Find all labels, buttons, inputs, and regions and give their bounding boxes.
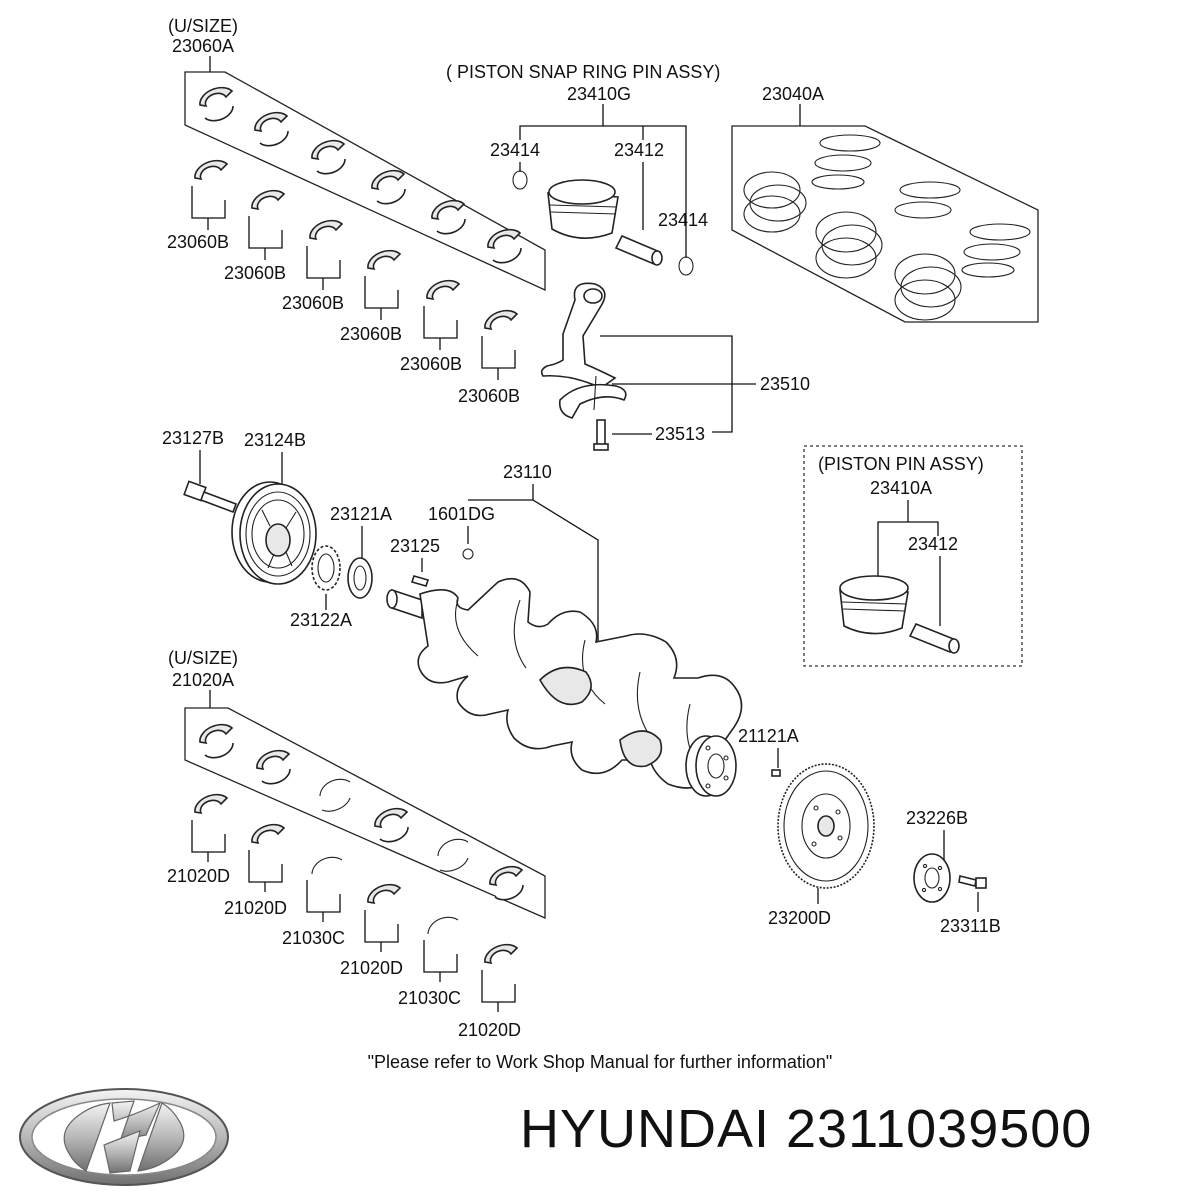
snap-ring-2	[678, 256, 694, 276]
crank-sprocket	[311, 545, 373, 599]
front-pulley-group: 23127B 23124B 23121A 23125 23122A	[162, 428, 440, 630]
piston-snap-title: ( PISTON SNAP RING PIN ASSY)	[446, 62, 720, 82]
lower-bearing-code-label: 21020A	[172, 670, 234, 690]
plug-label: 1601DG	[428, 504, 495, 524]
lower-bearing-label-3: 21030C	[282, 928, 345, 948]
upper-bearing-shell	[199, 86, 522, 264]
piston-ring-set: 23040A	[731, 84, 1039, 323]
piston-pin-title: (PISTON PIN ASSY)	[818, 454, 984, 474]
bearing-b-label-2: 23060B	[224, 263, 286, 283]
conrod-label: 23510	[760, 374, 810, 394]
brand-title: HYUNDAI 2311039500	[520, 1099, 1093, 1159]
ring-panel	[731, 125, 1039, 323]
lower-bearing-label-1: 21020D	[167, 866, 230, 886]
plug	[462, 548, 474, 560]
snap-ring-label-2: 23414	[658, 210, 708, 230]
piston-pin-2	[908, 622, 960, 654]
piston-pin-label-2: 23412	[908, 534, 958, 554]
upper-bearing-usize-label: (U/SIZE)	[168, 16, 238, 36]
bearing-b-label-1: 23060B	[167, 232, 229, 252]
piston-snap-ring-pin-assy: ( PISTON SNAP RING PIN ASSY) 23410G 2341…	[446, 62, 720, 276]
drive-plate	[777, 763, 875, 889]
bearing-b-label-6: 23060B	[458, 386, 520, 406]
crankshaft-flange	[685, 735, 737, 797]
piston-pin-assy: (PISTON PIN ASSY) 23410A 23412	[803, 445, 1023, 667]
snap-ring-1	[512, 170, 528, 190]
lower-bearing-label-5: 21030C	[398, 988, 461, 1008]
crankshaft: 23110 1601DG 21121A	[386, 462, 799, 797]
conrod-bolt-label: 23513	[655, 424, 705, 444]
lower-bearing-callouts: 21020D 21020D 21030C 21020D 21030C 21020…	[167, 793, 521, 1040]
bearing-b-label-4: 23060B	[340, 324, 402, 344]
upper-bearing-code-label: 23060A	[172, 36, 234, 56]
woodruff-key	[410, 575, 430, 587]
pulley-bolt	[183, 480, 238, 514]
piston-pin-label-1: 23412	[614, 140, 664, 160]
drive-plate-label: 23200D	[768, 908, 831, 928]
piston-pin-1	[614, 234, 663, 266]
drive-plate-spacer	[913, 853, 951, 903]
lower-bearing-set: (U/SIZE) 21020A 21020D 21020D	[167, 648, 546, 1040]
footer-note: "Please refer to Work Shop Manual for fu…	[367, 1052, 833, 1072]
ring-group	[743, 134, 1031, 321]
key-label: 23125	[390, 536, 440, 556]
conrod-bolt	[593, 419, 609, 451]
drive-plate-spacer-label: 23226B	[906, 808, 968, 828]
sprocket-label: 23121A	[330, 504, 392, 524]
bolt-label: 23127B	[162, 428, 224, 448]
connecting-rod: 23510 23513	[540, 282, 810, 451]
upper-bearing-b-shells: 23060B 23060B 23060B 23060B 23060B 23060…	[167, 159, 520, 406]
lower-bearing-panel	[184, 707, 546, 919]
lower-bearing-shell	[199, 723, 524, 901]
drive-plate-bolt-label: 23311B	[940, 916, 1001, 936]
pin-label: 21121A	[738, 726, 799, 746]
dowel-pin	[771, 769, 781, 777]
lower-bearing-label-6: 21020D	[458, 1020, 521, 1040]
drive-plate-group: 23200D 23226B 23311B	[768, 763, 1001, 936]
crank-pulley	[231, 481, 317, 585]
lower-bearing-usize-label: (U/SIZE)	[168, 648, 238, 668]
pulley-label: 23124B	[244, 430, 306, 450]
ring-set-label: 23040A	[762, 84, 824, 104]
lower-bearing-label-4: 21020D	[340, 958, 403, 978]
drive-plate-bolt	[958, 875, 987, 889]
hyundai-logo-icon	[19, 1088, 229, 1186]
crankshaft-label: 23110	[503, 462, 552, 482]
bearing-b-label-3: 23060B	[282, 293, 344, 313]
snap-ring-label-1: 23414	[490, 140, 540, 160]
piston-snap-code: 23410G	[567, 84, 631, 104]
lower-bearing-label-2: 21020D	[224, 898, 287, 918]
bearing-b-label-5: 23060B	[400, 354, 462, 374]
upper-bearing-set: (U/SIZE) 23060A 23060B	[167, 16, 546, 406]
piston-pin-code: 23410A	[870, 478, 932, 498]
piston-1	[547, 179, 619, 239]
piston-2	[839, 575, 909, 635]
upper-bearing-panel	[184, 71, 546, 292]
washer-label: 23122A	[290, 610, 352, 630]
piston-pin-box	[803, 445, 1023, 667]
